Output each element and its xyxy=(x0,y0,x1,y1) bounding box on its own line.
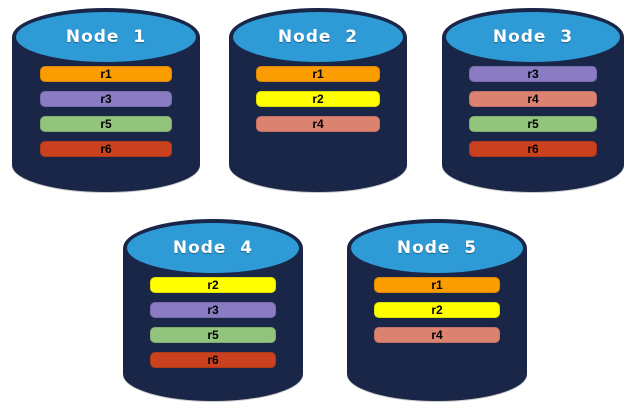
replica-bar-r5: r5 xyxy=(150,327,276,343)
replica-bar-label: r5 xyxy=(207,328,219,342)
replica-bar-label: r2 xyxy=(312,92,324,106)
node-4-cylinder: Node 4 r2 r3 r5 r6 xyxy=(123,219,303,401)
replica-bar-label: r3 xyxy=(207,303,219,317)
replica-bar-label: r4 xyxy=(431,328,443,342)
node-3-title: Node 3 xyxy=(492,27,574,47)
replica-bar-r1: r1 xyxy=(255,66,381,82)
node-4-replica-list: r2 r3 r5 r6 xyxy=(150,277,276,368)
replica-bar-r6: r6 xyxy=(469,141,597,157)
replica-bar-r5: r5 xyxy=(469,116,597,132)
node-2-title: Node 2 xyxy=(277,27,359,47)
node-2-cylinder: Node 2 r1 r2 r4 xyxy=(229,8,407,192)
replica-bar-label: r4 xyxy=(312,117,324,131)
replica-bar-label: r2 xyxy=(207,278,219,292)
replica-bar-label: r4 xyxy=(527,92,539,106)
replica-bar-label: r3 xyxy=(527,67,539,81)
replica-bar-r2: r2 xyxy=(150,277,276,293)
replica-bar-label: r6 xyxy=(207,353,219,367)
replica-bar-r1: r1 xyxy=(40,66,172,82)
replica-bar-label: r5 xyxy=(527,117,539,131)
replica-bar-r2: r2 xyxy=(255,91,381,107)
node-2-cylinder-top: Node 2 xyxy=(229,8,407,66)
replica-bar-label: r1 xyxy=(100,67,112,81)
node-3-cylinder-top: Node 3 xyxy=(442,8,624,66)
node-4-title: Node 4 xyxy=(172,238,254,258)
replica-bar-r6: r6 xyxy=(40,141,172,157)
node-3-replica-list: r3 r4 r5 r6 xyxy=(469,66,597,157)
replica-bar-r5: r5 xyxy=(40,116,172,132)
replica-bar-label: r5 xyxy=(100,117,112,131)
replica-bar-label: r6 xyxy=(100,142,112,156)
replica-bar-r6: r6 xyxy=(150,352,276,368)
node-3-cylinder: Node 3 r3 r4 r5 r6 xyxy=(442,8,624,192)
replica-bar-r2: r2 xyxy=(374,302,500,318)
replica-bar-r4: r4 xyxy=(374,327,500,343)
replica-bar-label: r6 xyxy=(527,142,539,156)
replica-bar-label: r1 xyxy=(312,67,324,81)
replica-bar-r1: r1 xyxy=(374,277,500,293)
replica-bar-label: r3 xyxy=(100,92,112,106)
node-5-cylinder-top: Node 5 xyxy=(347,219,527,277)
node-4-cylinder-top: Node 4 xyxy=(123,219,303,277)
node-1-title: Node 1 xyxy=(65,27,147,47)
node-5-replica-list: r1 r2 r4 xyxy=(374,277,500,343)
node-1-cylinder: Node 1 r1 r3 r5 r6 xyxy=(12,8,200,192)
replica-bar-r3: r3 xyxy=(150,302,276,318)
node-5-title: Node 5 xyxy=(396,238,478,258)
node-5-cylinder: Node 5 r1 r2 r4 xyxy=(347,219,527,401)
node-2-replica-list: r1 r2 r4 xyxy=(255,66,381,132)
replica-bar-label: r1 xyxy=(431,278,443,292)
node-1-replica-list: r1 r3 r5 r6 xyxy=(40,66,172,157)
replica-bar-r4: r4 xyxy=(255,116,381,132)
replica-bar-r4: r4 xyxy=(469,91,597,107)
replica-bar-label: r2 xyxy=(431,303,443,317)
replica-bar-r3: r3 xyxy=(40,91,172,107)
replica-bar-r3: r3 xyxy=(469,66,597,82)
node-1-cylinder-top: Node 1 xyxy=(12,8,200,66)
